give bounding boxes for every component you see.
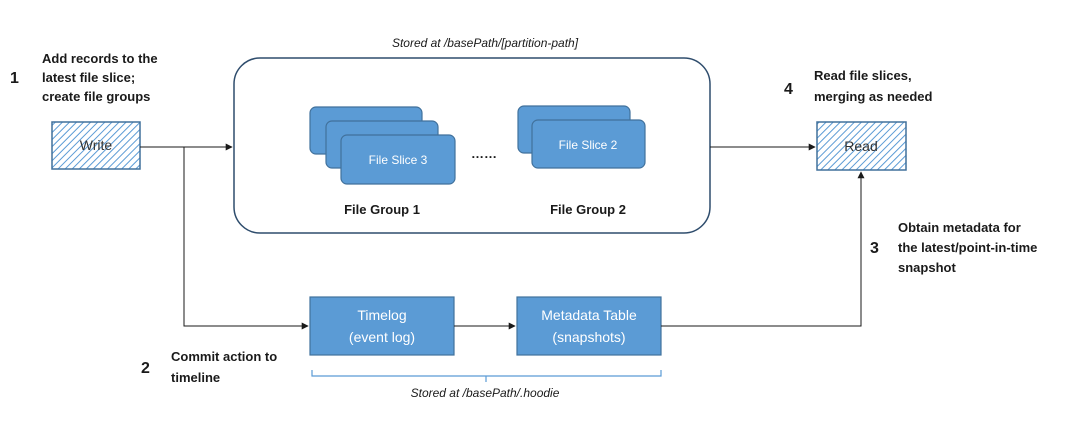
file-slice-2-label: File Slice 2 <box>559 138 618 152</box>
step-3-line-3: snapshot <box>898 260 956 275</box>
write-to-timelog-arrow <box>183 147 309 330</box>
step-1-number: 1 <box>10 70 19 87</box>
partition-container <box>233 57 711 234</box>
read-box: Read <box>816 121 907 171</box>
hoodie-caption: Stored at /basePath/.hoodie <box>411 386 560 400</box>
write-label: Write <box>80 137 113 153</box>
file-group-2-label: File Group 2 <box>550 202 626 217</box>
timelog-box: Timelog (event log) <box>309 296 455 356</box>
file-slice-3-label: File Slice 3 <box>369 153 428 167</box>
step-3-line-2: the latest/point-in-time <box>898 240 1037 255</box>
step-3-line-1: Obtain metadata for <box>898 220 1021 235</box>
metadata-table-label: Metadata Table <box>541 307 637 323</box>
step-1-annotation: 1 Add records to the latest file slice; … <box>10 51 158 104</box>
step-4-number: 4 <box>784 81 793 98</box>
step-1-line-1: Add records to the <box>42 51 158 66</box>
step-4-annotation: 4 Read file slices, merging as needed <box>784 68 933 104</box>
metadata-table-box: Metadata Table (snapshots) <box>516 296 662 356</box>
step-4-line-1: Read file slices, <box>814 68 912 83</box>
step-2-annotation: 2 Commit action to timeline <box>141 349 277 385</box>
file-group-2: File Slice 2 File Group 2 <box>517 105 646 217</box>
step-3-number: 3 <box>870 240 879 257</box>
step-1-line-3: create file groups <box>42 89 150 104</box>
read-label: Read <box>844 138 877 154</box>
file-group-1: File Slice 3 File Group 1 <box>309 106 456 217</box>
metadata-table-sublabel: (snapshots) <box>552 329 625 345</box>
file-group-1-label: File Group 1 <box>344 202 420 217</box>
hoodie-bracket <box>311 370 662 382</box>
write-box: Write <box>51 121 141 170</box>
metadata-to-read-arrow <box>661 171 865 327</box>
step-4-line-2: merging as needed <box>814 89 933 104</box>
timelog-sublabel: (event log) <box>349 329 415 345</box>
step-2-line-1: Commit action to <box>171 349 277 364</box>
file-slice-3 <box>340 134 456 185</box>
partition-path-caption: Stored at /basePath/[partition-path] <box>392 36 579 50</box>
step-3-annotation: 3 Obtain metadata for the latest/point-i… <box>870 220 1037 275</box>
ellipsis: …… <box>471 146 497 161</box>
file-slice-2 <box>531 119 646 169</box>
step-2-line-2: timeline <box>171 370 220 385</box>
step-2-number: 2 <box>141 360 150 377</box>
timelog-label: Timelog <box>357 307 406 323</box>
step-1-line-2: latest file slice; <box>42 70 135 85</box>
